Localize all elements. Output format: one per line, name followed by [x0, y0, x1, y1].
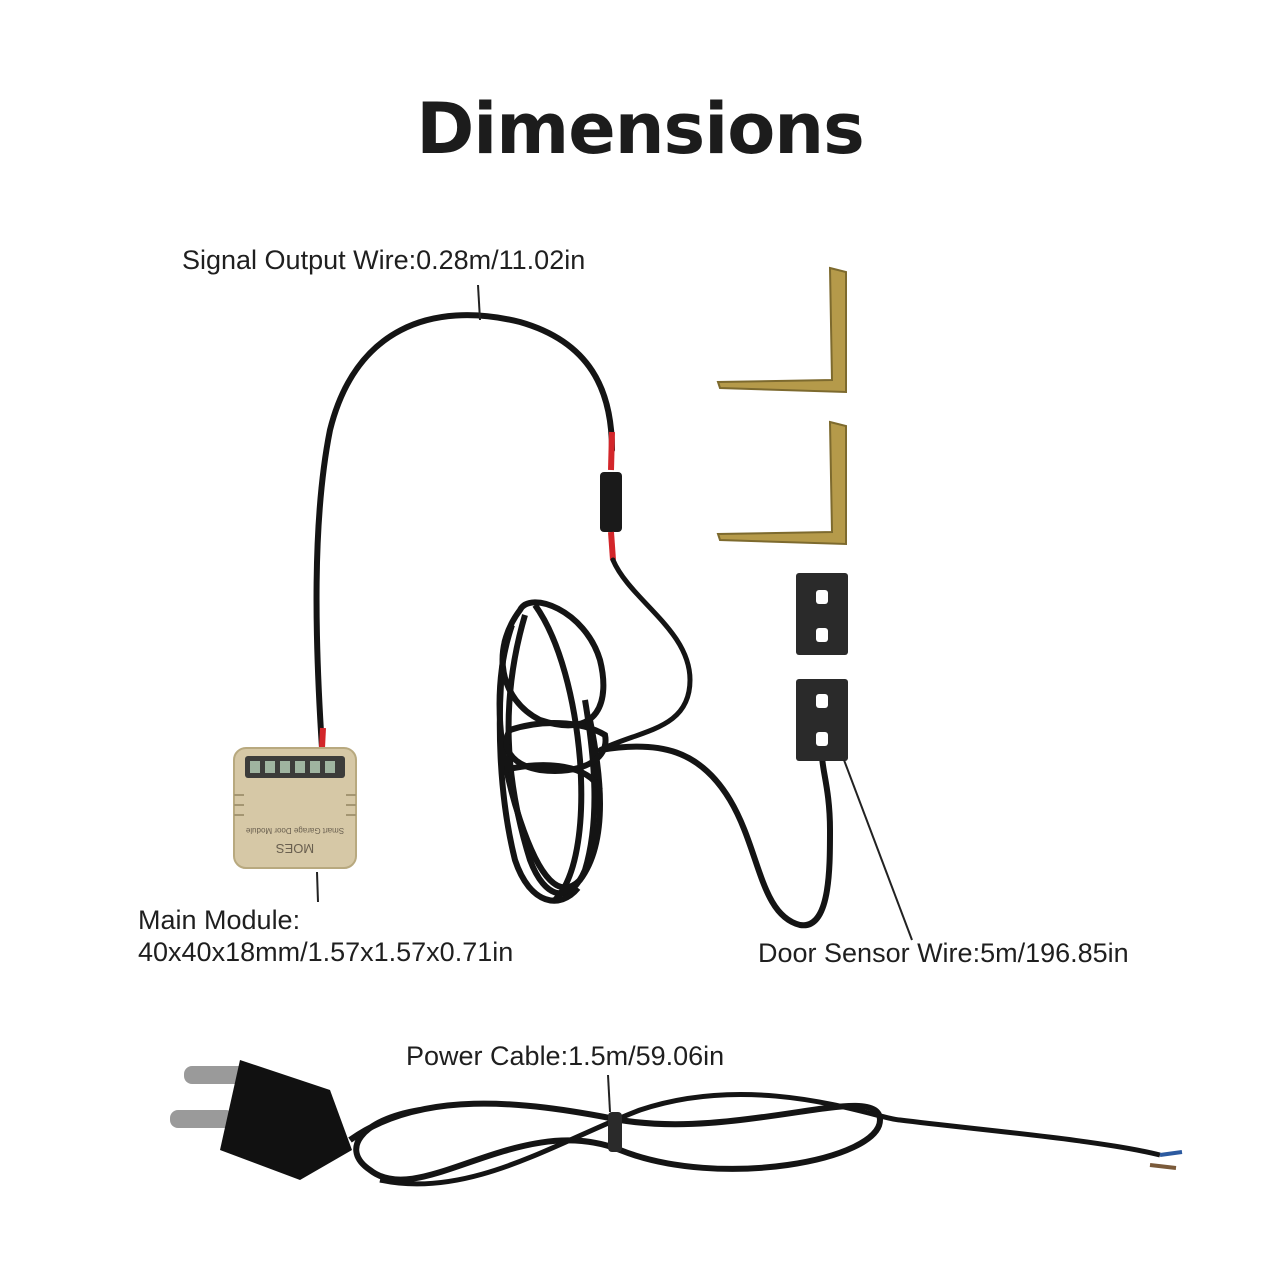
- main-module-label: Main Module:: [138, 905, 301, 935]
- door-magnet: [796, 573, 848, 655]
- mounting-bracket-1: [716, 266, 847, 394]
- power-leader-line: [607, 1074, 611, 1113]
- main-module: Smart Garage Door Module MOES: [233, 747, 357, 869]
- door-sensor-label: Door Sensor Wire:5m/196.85in: [758, 938, 1129, 968]
- power-cable: [170, 1060, 1183, 1187]
- door-sensor: [796, 679, 848, 761]
- power-cable-label: Power Cable:1.5m/59.06in: [406, 1041, 725, 1071]
- sensor-leader-line: [843, 759, 913, 941]
- module-brand-text: MOES: [276, 841, 315, 856]
- main-module-size-label: 40x40x18mm/1.57x1.57x0.71in: [138, 937, 514, 967]
- wire-connector: [600, 472, 622, 532]
- module-leader-line: [316, 871, 319, 903]
- mounting-bracket-2: [716, 420, 847, 546]
- signal-output-wire: [313, 312, 693, 753]
- module-name-text: Smart Garage Door Module: [245, 826, 344, 835]
- door-sensor-cable-coil: [496, 599, 834, 929]
- signal-leader-line: [477, 284, 481, 321]
- page-title: Dimensions: [416, 88, 865, 170]
- signal-wire-label: Signal Output Wire:0.28m/11.02in: [182, 245, 586, 275]
